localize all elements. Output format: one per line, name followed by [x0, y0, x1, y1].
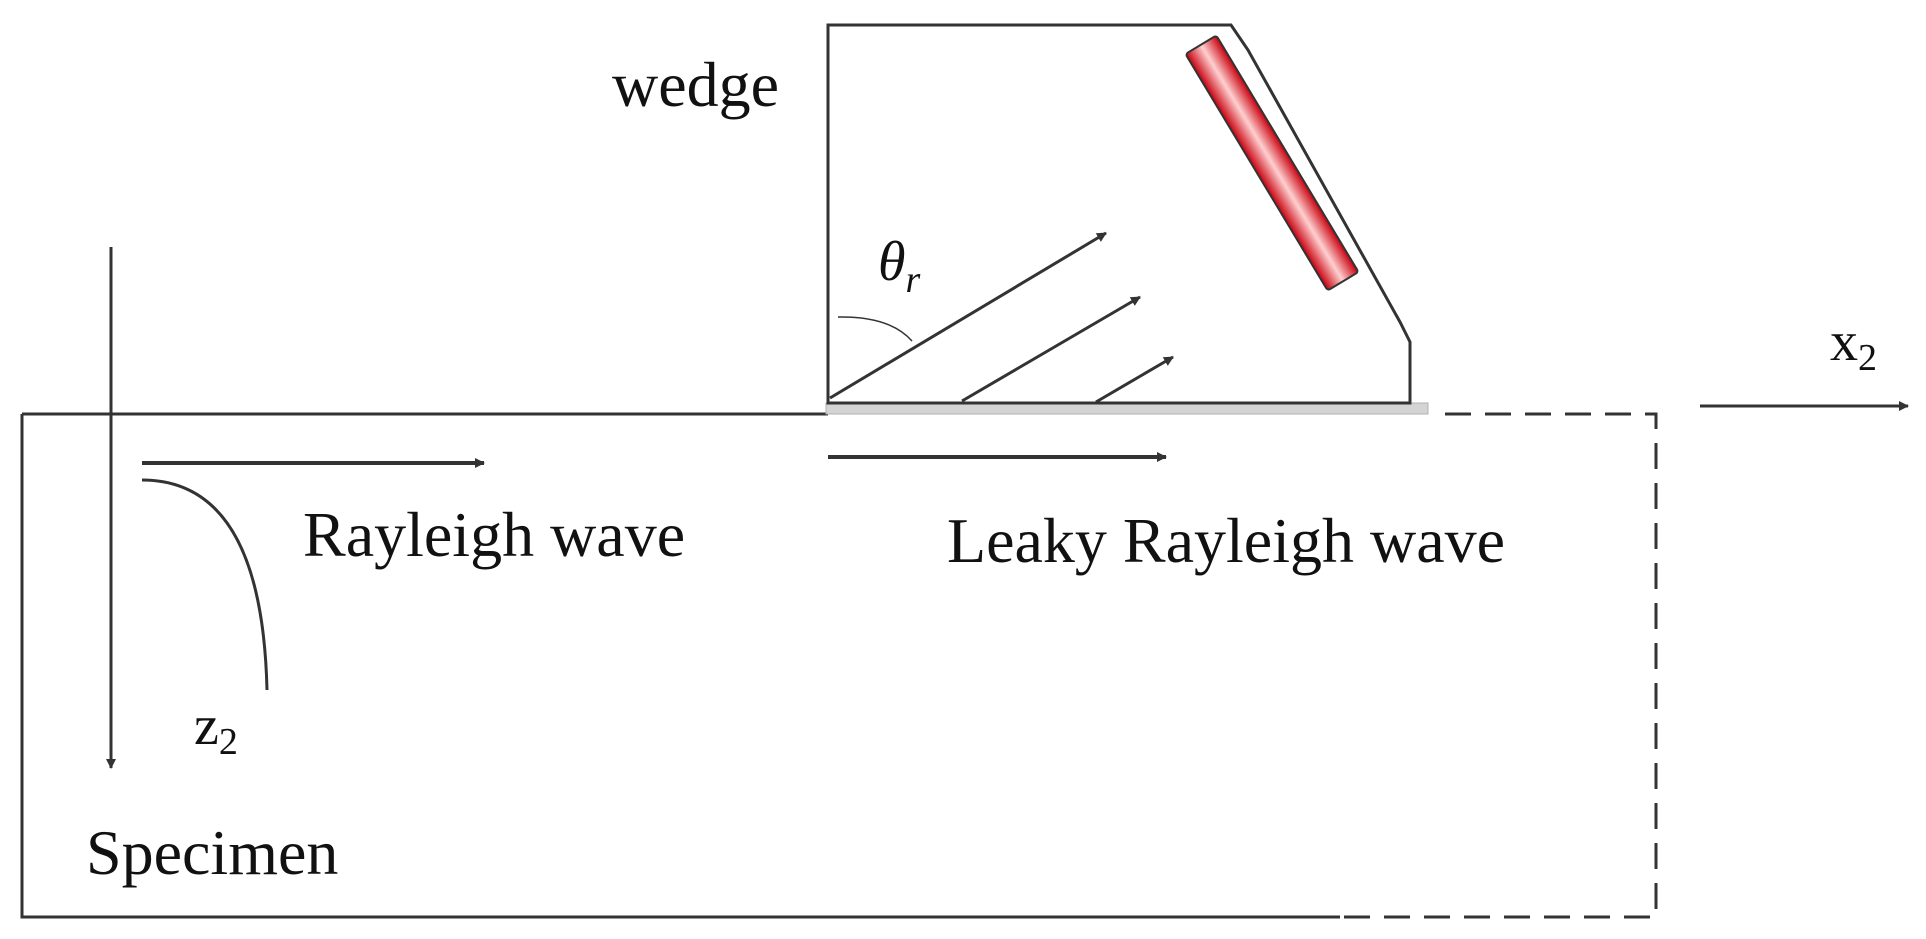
theta-symbol: θ — [878, 231, 906, 293]
theta-subscript: r — [906, 259, 921, 301]
leaky-rayleigh-wave-label: Leaky Rayleigh wave — [947, 505, 1505, 576]
wave-ray-1 — [829, 231, 1107, 400]
z-axis-label: z2 — [194, 695, 238, 763]
angle-arc — [837, 316, 913, 342]
rayleigh-wave-label: Rayleigh wave — [303, 499, 685, 570]
wave-ray-3 — [1095, 355, 1174, 404]
decay-curve — [141, 478, 269, 691]
z-axis-subscript: 2 — [219, 721, 238, 763]
x-axis-letter: x — [1830, 311, 1858, 373]
theta-label: θr — [878, 231, 921, 301]
x-axis-subscript: 2 — [1858, 337, 1877, 379]
x-axis-label: x2 — [1830, 311, 1877, 379]
transducer — [1185, 35, 1359, 291]
specimen-label: Specimen — [86, 817, 338, 888]
couplant-layer — [825, 402, 1429, 415]
wave-ray-2 — [961, 295, 1141, 403]
specimen-outline-solid — [20, 412, 1340, 919]
wedge-label: wedge — [612, 49, 779, 120]
specimen-outline-dashed — [1340, 412, 1658, 919]
z-axis-letter: z — [194, 695, 219, 757]
